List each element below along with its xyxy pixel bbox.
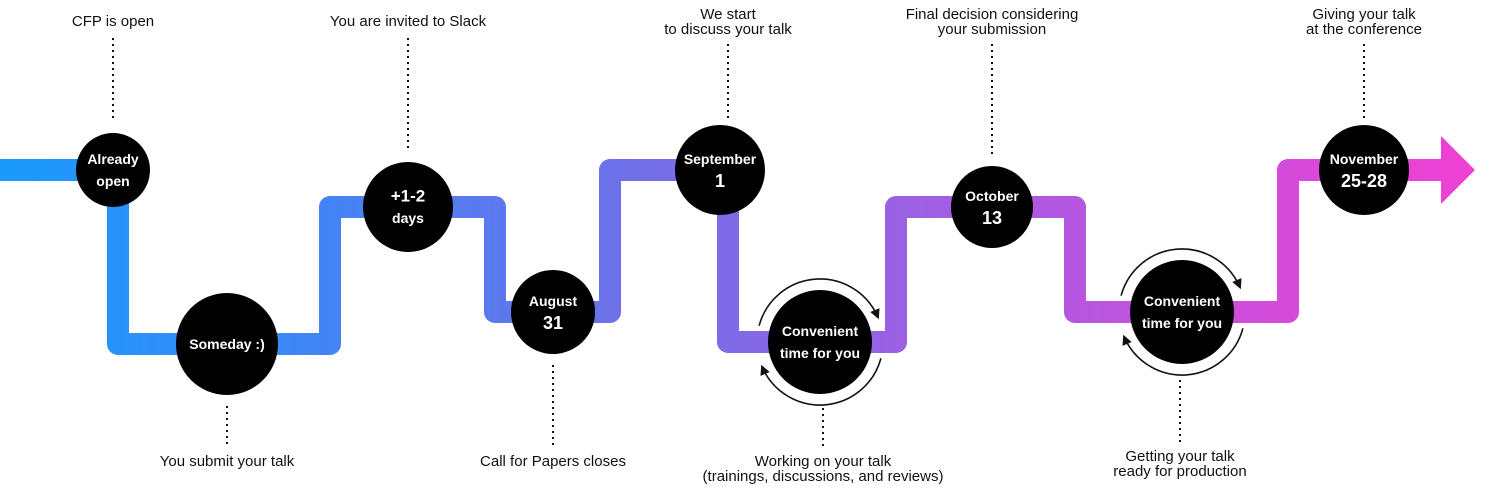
milestone-label: your submission (938, 21, 1046, 38)
milestone-node-text: 25-28 (1341, 171, 1387, 191)
milestone-node-text: Convenient (1144, 293, 1221, 309)
milestone-node: Someday :) (176, 293, 278, 395)
milestone-label: We start (700, 6, 756, 23)
milestone-node-text: 31 (543, 313, 563, 333)
milestone-label: ready for production (1113, 463, 1246, 480)
milestone-node-text: 13 (982, 208, 1002, 228)
milestone-circle (511, 270, 595, 354)
milestone-node-text: Convenient (782, 323, 859, 339)
milestone-node: Convenient time for you (768, 290, 872, 394)
milestone-node-text: October (965, 188, 1019, 204)
milestone-node-text: Someday :) (189, 336, 264, 352)
milestone-node-text: September (684, 151, 757, 167)
milestone-circle (675, 125, 765, 215)
milestone-label: Working on your talk (755, 453, 892, 470)
milestone-node: October 13 (951, 166, 1033, 248)
milestone-node-text: +1-2 (391, 187, 426, 206)
milestone-node-text: 1 (715, 171, 725, 191)
milestone-circle (1130, 260, 1234, 364)
milestone-node-text: August (529, 293, 578, 309)
milestone-circle (363, 162, 453, 252)
milestone-node: Already open (76, 133, 150, 207)
milestone-node-text: days (392, 210, 424, 226)
milestone-node-text: November (1330, 151, 1399, 167)
arrow-right-icon (1441, 136, 1475, 204)
milestone-label: (trainings, discussions, and reviews) (703, 468, 944, 485)
milestone-circle (768, 290, 872, 394)
milestone-label: Giving your talk (1312, 6, 1416, 23)
milestone-label: at the conference (1306, 21, 1422, 38)
milestone-label: You are invited to Slack (330, 13, 487, 30)
milestone-circle (176, 293, 278, 395)
milestone-label: to discuss your talk (664, 21, 792, 38)
milestone-node: +1-2 days (363, 162, 453, 252)
milestone-label: Call for Papers closes (480, 453, 626, 470)
milestone-node: September 1 (675, 125, 765, 215)
milestone-circle (1319, 125, 1409, 215)
milestone-node: Convenient time for you (1130, 260, 1234, 364)
milestone-label: Final decision considering (906, 6, 1079, 23)
milestone-node: November 25-28 (1319, 125, 1409, 215)
milestone-node: August 31 (511, 270, 595, 354)
refresh-cycle-icon (758, 278, 882, 406)
milestone-circle (951, 166, 1033, 248)
milestone-label: Getting your talk (1125, 448, 1235, 465)
refresh-cycle-icon (1120, 248, 1244, 376)
cycle-rings (758, 248, 1244, 406)
milestone-label: CFP is open (72, 13, 154, 30)
milestone-node-text: time for you (1142, 315, 1222, 331)
milestone-circle (76, 133, 150, 207)
dotted-connectors (112, 38, 1365, 448)
milestone-node-text: Already (87, 151, 139, 167)
milestone-label: You submit your talk (160, 453, 295, 470)
milestone-node-text: open (96, 173, 129, 189)
milestone-node-text: time for you (780, 345, 860, 361)
timeline-path (0, 159, 1445, 355)
